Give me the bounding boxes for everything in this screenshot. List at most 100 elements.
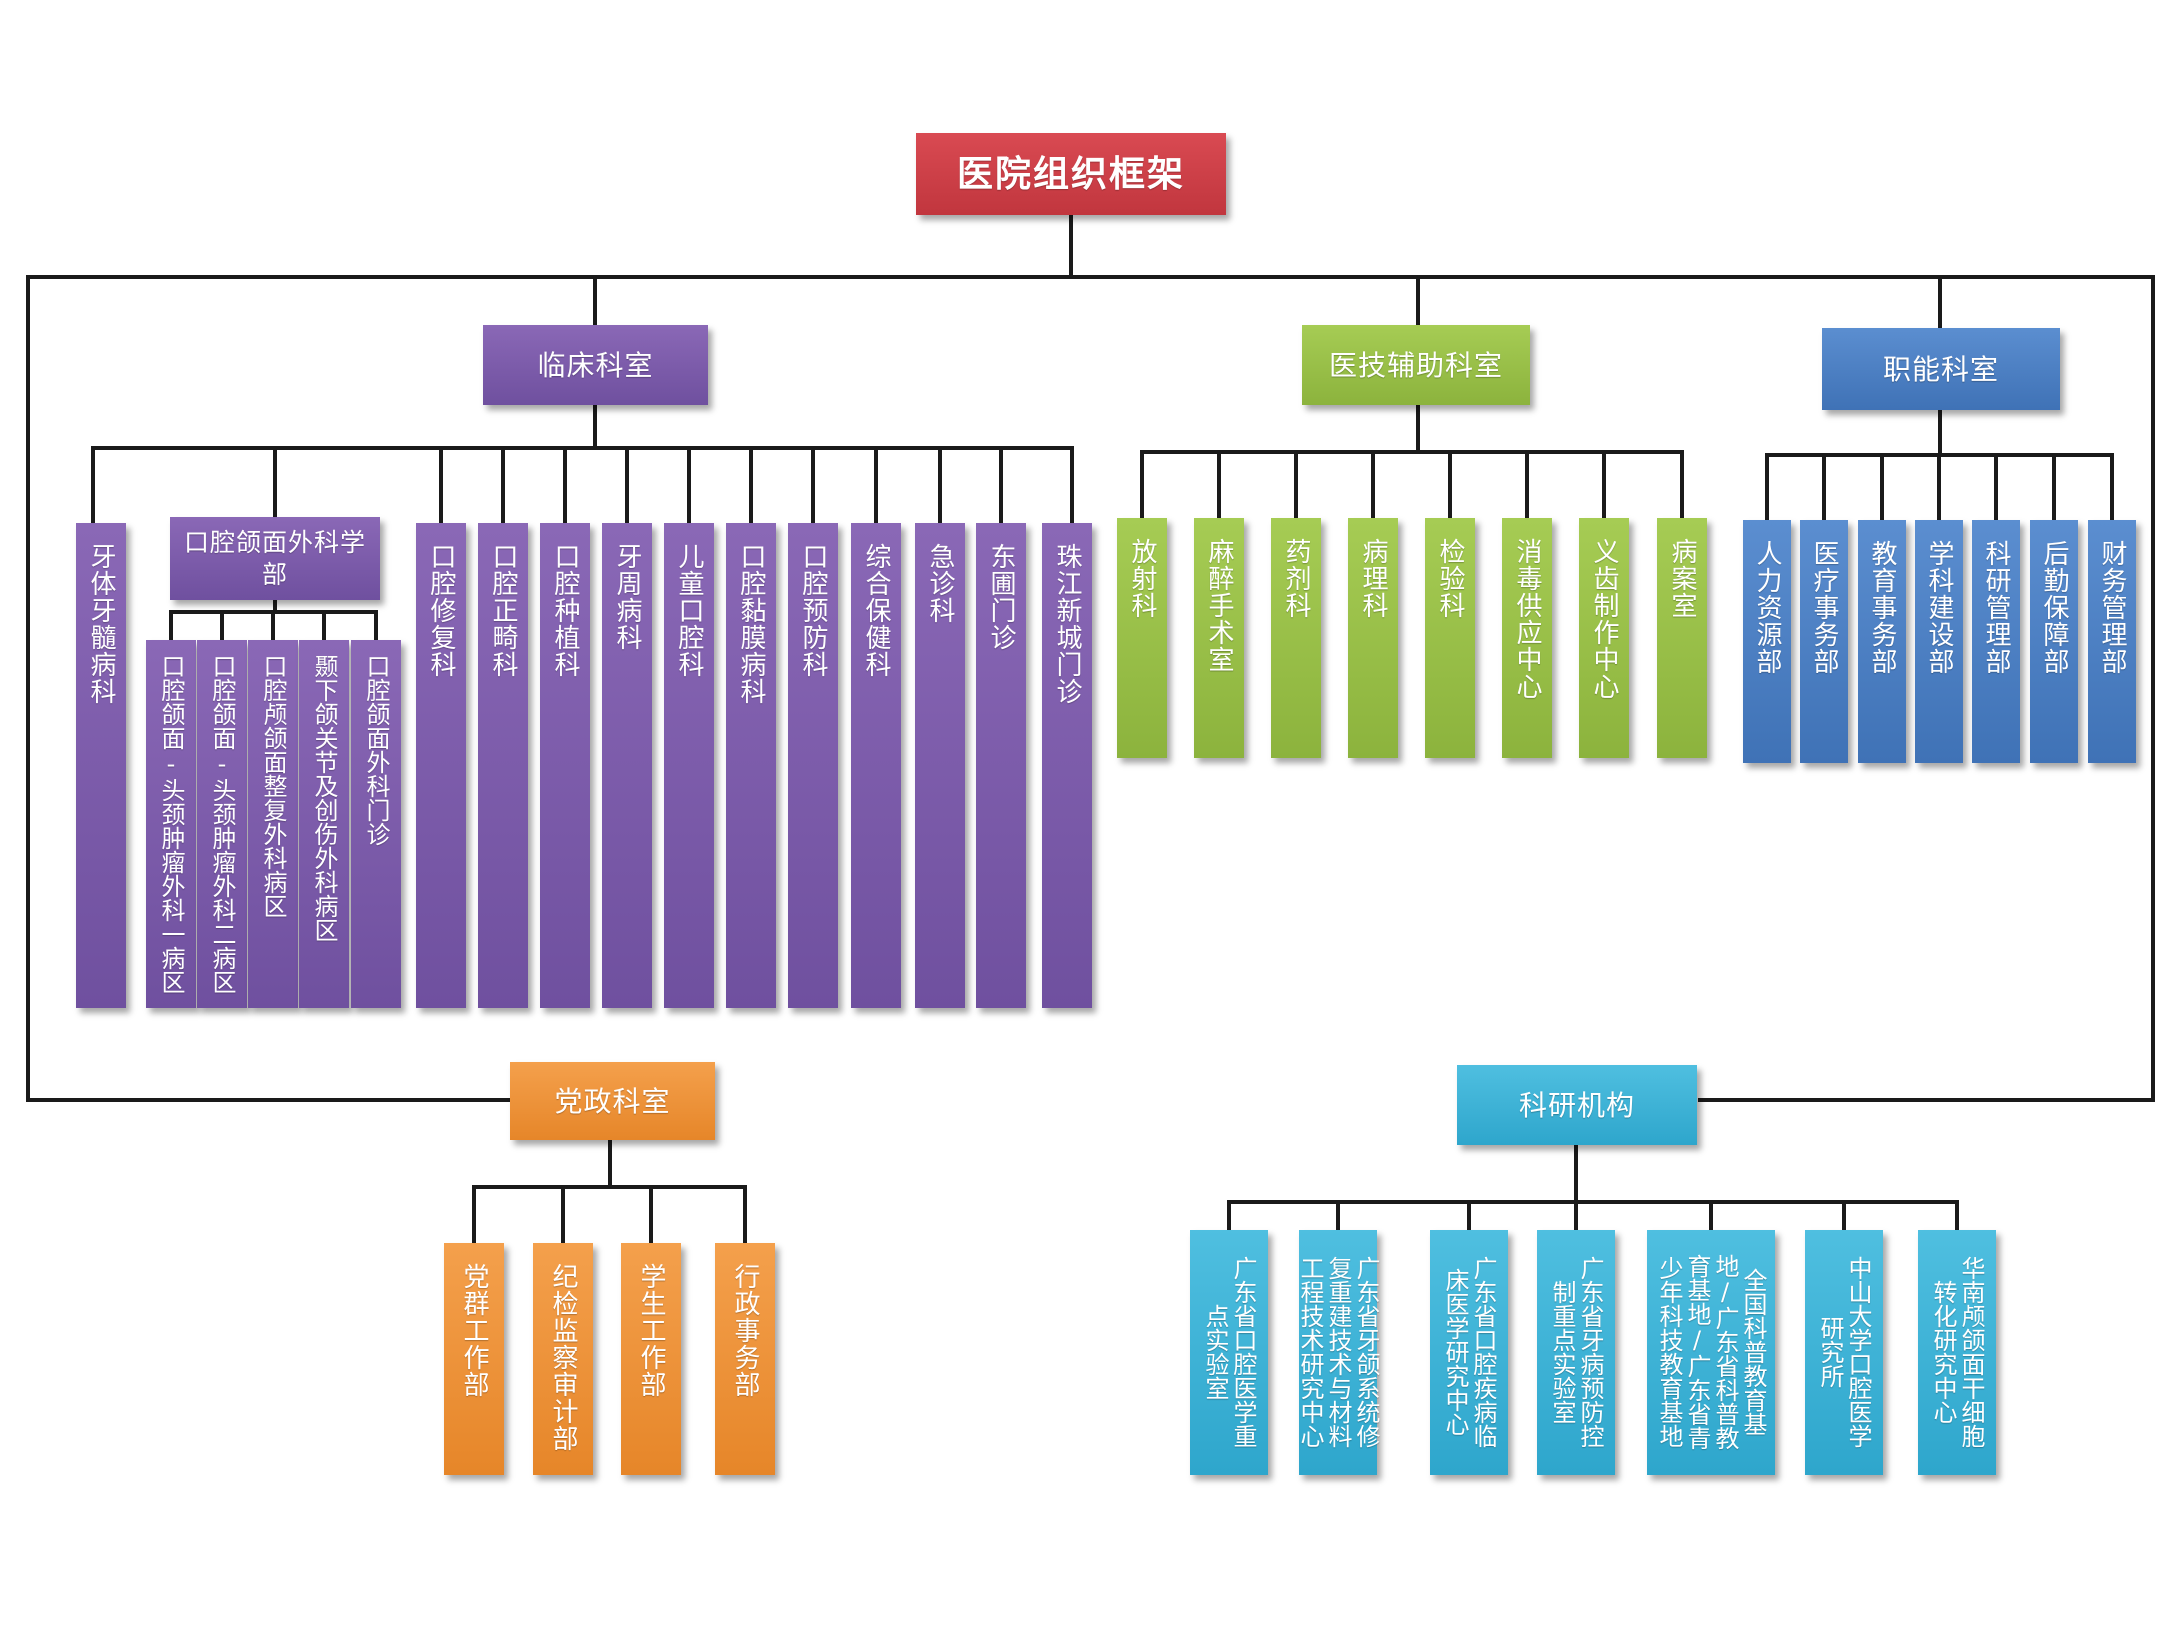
- oms-unit: 口腔颌面外科门诊: [351, 640, 401, 1008]
- dept-label: 儿童口腔科: [674, 543, 704, 678]
- functional-dept: 科研管理部: [1972, 520, 2020, 763]
- dept-label: 消毒供应中心: [1512, 538, 1542, 700]
- party-dept: 行政事务部: [715, 1243, 775, 1475]
- dept-label: 义齿制作中心: [1589, 538, 1619, 700]
- dept-orthodontics: 口腔正畸科: [478, 523, 528, 1008]
- functional-dept: 教育事务部: [1858, 520, 1906, 763]
- functional-dept: 医疗事务部: [1800, 520, 1848, 763]
- dept-label: 综合保健科: [861, 543, 891, 678]
- dept-general-care: 综合保健科: [851, 523, 901, 1008]
- oms-unit: 口腔颌面-头颈肿瘤外科一病区: [146, 640, 196, 1008]
- dept-label: 财务管理部: [2097, 540, 2127, 675]
- dept-label: 口腔颌面-头颈肿瘤外科一病区: [157, 654, 185, 994]
- root-node: 医院组织框架: [916, 133, 1226, 215]
- dept-preventive: 口腔预防科: [788, 523, 838, 1008]
- dept-label: 病案室: [1667, 538, 1697, 619]
- dept-label: 人力资源部: [1752, 540, 1782, 675]
- dept-periodontics: 牙周病科: [602, 523, 652, 1008]
- dept-label: 口腔种植科: [550, 543, 580, 678]
- category-research: 科研机构: [1457, 1065, 1697, 1145]
- research-unit: 中山大学口腔医学研究所: [1805, 1230, 1883, 1475]
- dept-label: 广东省牙颌系统修复重建技术与材料工程技术研究中心: [1296, 1255, 1380, 1448]
- dept-label: 华南颅颌面干细胞转化研究中心: [1929, 1255, 1985, 1448]
- research-unit: 广东省口腔疾病临床医学研究中心: [1430, 1230, 1508, 1475]
- medtech-dept: 病案室: [1657, 518, 1707, 758]
- dept-label: 麻醉手术室: [1204, 538, 1234, 673]
- dept-label: 药剂科: [1281, 538, 1311, 619]
- dept-implantology: 口腔种植科: [540, 523, 590, 1008]
- medtech-dept: 消毒供应中心: [1502, 518, 1552, 758]
- dept-label: 广东省牙病预防控制重点实验室: [1548, 1255, 1604, 1448]
- functional-dept: 财务管理部: [2088, 520, 2136, 763]
- research-unit: 华南颅颌面干细胞转化研究中心: [1918, 1230, 1996, 1475]
- medtech-dept: 药剂科: [1271, 518, 1321, 758]
- category-label: 临床科室: [537, 348, 654, 382]
- dept-endodontics: 牙体牙髓病科: [76, 523, 126, 1008]
- dept-label: 全国科普教育基地/广东省科普教育基地/广东省青少年科技教育基地: [1655, 1253, 1767, 1450]
- dept-label: 口腔颌面-头颈肿瘤外科二病区: [208, 654, 236, 994]
- category-party: 党政科室: [510, 1062, 715, 1140]
- dept-label: 中山大学口腔医学研究所: [1816, 1255, 1872, 1448]
- party-dept: 学生工作部: [621, 1243, 681, 1475]
- dept-label: 放射科: [1127, 538, 1157, 619]
- dept-label: 颞下颌关节及创伤外科病区: [310, 654, 338, 942]
- dept-label: 口腔黏膜病科: [736, 543, 766, 705]
- research-unit: 全国科普教育基地/广东省科普教育基地/广东省青少年科技教育基地: [1647, 1230, 1775, 1475]
- dept-label: 口腔预防科: [798, 543, 828, 678]
- category-medtech: 医技辅助科室: [1302, 325, 1530, 405]
- party-dept: 党群工作部: [444, 1243, 504, 1475]
- functional-dept: 人力资源部: [1743, 520, 1791, 763]
- party-dept: 纪检监察审计部: [533, 1243, 593, 1475]
- dept-label: 党群工作部: [459, 1263, 489, 1398]
- dept-label: 口腔颌面外科学部: [183, 528, 366, 589]
- category-label: 党政科室: [554, 1084, 671, 1118]
- dept-oms-group: 口腔颌面外科学部: [170, 517, 380, 600]
- chart-title: 医院组织框架: [956, 153, 1185, 195]
- dept-prosthodontics: 口腔修复科: [416, 523, 466, 1008]
- category-label: 职能科室: [1882, 352, 1999, 386]
- dept-label: 牙体牙髓病科: [86, 543, 116, 705]
- dept-label: 后勤保障部: [2039, 540, 2069, 675]
- dept-label: 医疗事务部: [1809, 540, 1839, 675]
- dept-label: 广东省口腔医学重点实验室: [1201, 1255, 1257, 1448]
- category-label: 科研机构: [1518, 1088, 1635, 1122]
- category-label: 医技辅助科室: [1328, 348, 1503, 382]
- dept-label: 广东省口腔疾病临床医学研究中心: [1441, 1255, 1497, 1448]
- research-unit: 广东省牙病预防控制重点实验室: [1537, 1230, 1615, 1475]
- dept-oral-mucosa: 口腔黏膜病科: [726, 523, 776, 1008]
- category-functional: 职能科室: [1822, 328, 2060, 410]
- medtech-dept: 义齿制作中心: [1579, 518, 1629, 758]
- dept-emergency: 急诊科: [915, 523, 965, 1008]
- medtech-dept: 放射科: [1117, 518, 1167, 758]
- oms-unit: 口腔颌面-头颈肿瘤外科二病区: [197, 640, 247, 1008]
- dept-label: 科研管理部: [1981, 540, 2011, 675]
- dept-label: 行政事务部: [730, 1263, 760, 1398]
- dept-label: 急诊科: [925, 543, 955, 624]
- research-unit: 广东省牙颌系统修复重建技术与材料工程技术研究中心: [1296, 1230, 1380, 1475]
- medtech-dept: 麻醉手术室: [1194, 518, 1244, 758]
- functional-dept: 学科建设部: [1915, 520, 1963, 763]
- dept-label: 教育事务部: [1867, 540, 1897, 675]
- oms-unit: 口腔颅颌面整复外科病区: [248, 640, 298, 1008]
- dept-label: 学科建设部: [1924, 540, 1954, 675]
- medtech-dept: 病理科: [1348, 518, 1398, 758]
- dept-label: 学生工作部: [636, 1263, 666, 1398]
- research-unit: 广东省口腔医学重点实验室: [1190, 1230, 1268, 1475]
- medtech-dept: 检验科: [1425, 518, 1475, 758]
- functional-dept: 后勤保障部: [2030, 520, 2078, 763]
- dept-label: 纪检监察审计部: [548, 1263, 578, 1452]
- dept-label: 口腔修复科: [426, 543, 456, 678]
- dept-label: 检验科: [1435, 538, 1465, 619]
- dept-label: 牙周病科: [612, 543, 642, 651]
- dept-label: 口腔正畸科: [488, 543, 518, 678]
- dept-label: 口腔颅颌面整复外科病区: [259, 654, 287, 918]
- dept-zhujiang-clinic: 珠江新城门诊: [1042, 523, 1092, 1008]
- dept-dongpu-clinic: 东圃门诊: [976, 523, 1026, 1008]
- dept-label: 东圃门诊: [986, 543, 1016, 651]
- oms-unit: 颞下颌关节及创伤外科病区: [299, 640, 349, 1008]
- dept-label: 珠江新城门诊: [1052, 543, 1082, 705]
- dept-label: 口腔颌面外科门诊: [362, 654, 390, 846]
- category-clinical: 临床科室: [483, 325, 708, 405]
- dept-pediatric: 儿童口腔科: [664, 523, 714, 1008]
